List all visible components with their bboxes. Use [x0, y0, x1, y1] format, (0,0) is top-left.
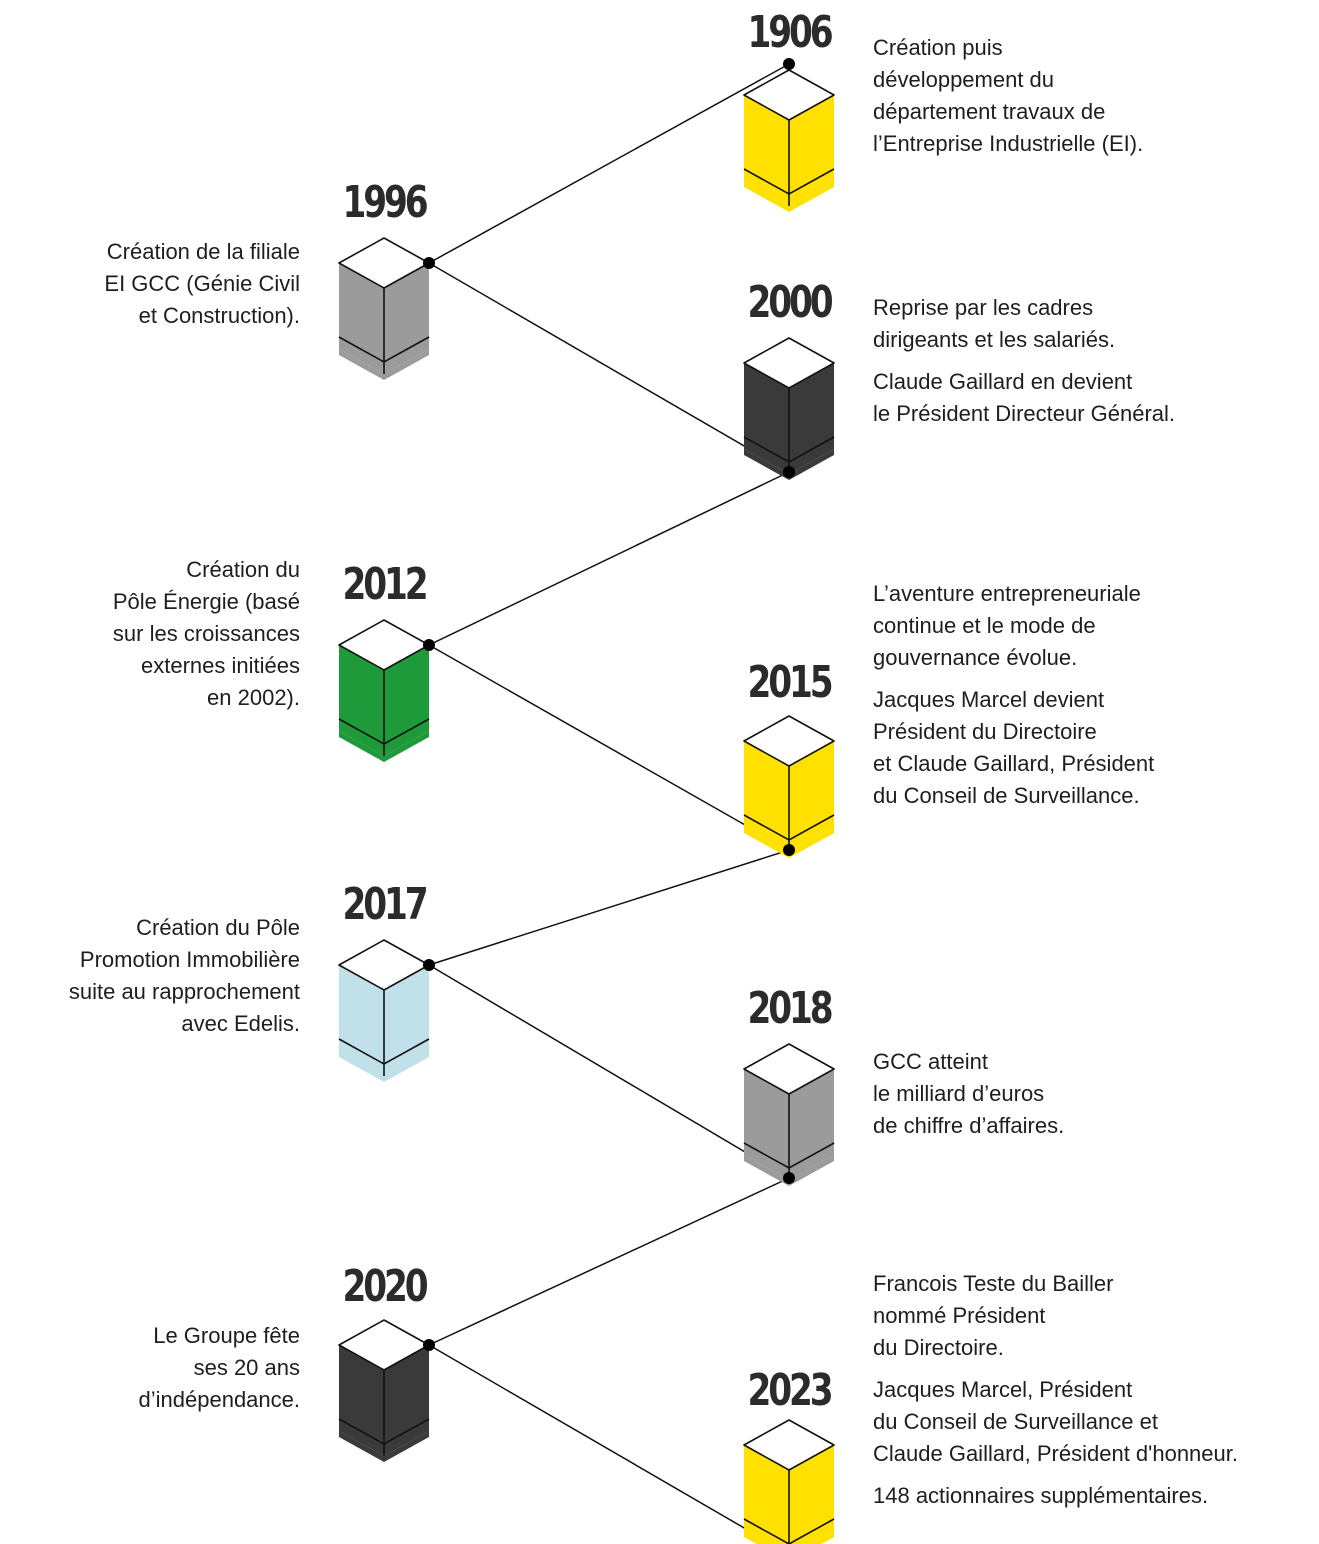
cube-bottom-edge	[743, 1142, 835, 1169]
cube-bottom-edge	[338, 336, 430, 363]
cube-1906	[743, 69, 835, 212]
cube-2015	[743, 715, 835, 858]
timeline-dot-1996	[423, 257, 435, 269]
cube-top	[743, 69, 835, 121]
cube-bottom-edge	[743, 814, 835, 841]
description-paragraph: Francois Teste du Bailler nommé Présiden…	[873, 1271, 1114, 1360]
cube-bottom-edge	[338, 1038, 430, 1065]
cube-2020	[338, 1319, 430, 1462]
event-description-1996: Création de la filiale EI GCC (Génie Civ…	[0, 236, 300, 342]
description-paragraph: Création de la filiale EI GCC (Génie Civ…	[104, 239, 300, 328]
cube-bottom-edge	[338, 1418, 430, 1445]
event-description-2017: Création du Pôle Promotion Immobilière s…	[0, 912, 300, 1050]
timeline-dot-1906	[783, 58, 795, 70]
cube-shadow	[744, 181, 834, 212]
cube-shadow	[339, 349, 429, 380]
event-description-2023: Francois Teste du Bailler nommé Présiden…	[873, 1268, 1319, 1522]
year-label-2015: 2015	[747, 657, 833, 708]
description-paragraph: Création du Pôle Énergie (basé sur les c…	[112, 557, 300, 710]
cube-bottom-edge	[338, 718, 430, 745]
cube-top	[743, 715, 835, 767]
event-description-2018: GCC atteint le milliard d’euros de chiff…	[873, 1046, 1319, 1152]
connector-line	[428, 964, 790, 1179]
connector-line	[428, 262, 790, 473]
description-paragraph: 148 actionnaires supplémentaires.	[873, 1483, 1209, 1508]
year-label-2023: 2023	[747, 1365, 833, 1416]
description-paragraph: Jacques Marcel devient Président du Dire…	[873, 687, 1155, 808]
connector-lines	[428, 63, 790, 1544]
connector-line	[428, 644, 790, 851]
description-paragraph: Claude Gaillard en devient le Président …	[873, 369, 1176, 426]
cube-shadow	[744, 449, 834, 480]
cube-shadow	[339, 1431, 429, 1462]
cube-shadow	[744, 1155, 834, 1186]
timeline-dot-2017	[423, 959, 435, 971]
event-description-1906: Création puis développement du départeme…	[873, 32, 1319, 170]
year-label-2018: 2018	[747, 983, 833, 1034]
cube-shadow	[339, 1051, 429, 1082]
cube-2017	[338, 939, 430, 1082]
cube-shadow	[744, 827, 834, 858]
year-label-1906: 1906	[747, 7, 833, 58]
description-paragraph: Création du Pôle Promotion Immobilière s…	[68, 915, 300, 1036]
cube-bottom-edge	[743, 168, 835, 195]
connector-line	[428, 63, 790, 264]
cube-top	[338, 1319, 430, 1371]
description-paragraph: Le Groupe fête ses 20 ans d’indépendance…	[138, 1323, 300, 1412]
description-paragraph: GCC atteint le milliard d’euros de chiff…	[873, 1049, 1065, 1138]
cube-bottom-edge	[743, 1518, 835, 1544]
timeline-dot-2018	[783, 1172, 795, 1184]
connector-line	[428, 1177, 790, 1346]
cube-top	[338, 619, 430, 671]
cube-top	[338, 237, 430, 289]
cube-1996	[338, 237, 430, 380]
connector-line	[428, 1344, 774, 1544]
year-label-2012: 2012	[342, 559, 428, 610]
year-label-2000: 2000	[747, 277, 833, 328]
cube-top	[743, 1043, 835, 1095]
cube-2000	[743, 337, 835, 480]
connector-line	[428, 849, 790, 966]
cube-top	[743, 337, 835, 389]
event-description-2015: L’aventure entrepreneuriale continue et …	[873, 578, 1319, 822]
timeline-dot-2020	[423, 1339, 435, 1351]
timeline-dot-2012	[423, 639, 435, 651]
timeline-dots	[423, 58, 795, 1351]
cube-2018	[743, 1043, 835, 1186]
cubes	[338, 69, 835, 1544]
event-description-2012: Création du Pôle Énergie (basé sur les c…	[0, 554, 300, 724]
year-label-1996: 1996	[342, 177, 428, 228]
event-description-2020: Le Groupe fête ses 20 ans d’indépendance…	[0, 1320, 300, 1426]
timeline-dot-2000	[783, 466, 795, 478]
cube-shadow	[339, 731, 429, 762]
timeline-dot-2015	[783, 844, 795, 856]
cube-top	[338, 939, 430, 991]
event-description-2000: Reprise par les cadres dirigeants et les…	[873, 292, 1319, 440]
cube-bottom-edge	[743, 436, 835, 463]
cube-top	[743, 1419, 835, 1471]
year-label-2017: 2017	[342, 879, 428, 930]
cube-2012	[338, 619, 430, 762]
description-paragraph: Jacques Marcel, Président du Conseil de …	[873, 1377, 1238, 1466]
cube-2023	[743, 1419, 835, 1544]
description-paragraph: Création puis développement du départeme…	[873, 35, 1144, 156]
description-paragraph: L’aventure entrepreneuriale continue et …	[873, 581, 1141, 670]
connector-line	[428, 471, 790, 646]
description-paragraph: Reprise par les cadres dirigeants et les…	[873, 295, 1116, 352]
year-label-2020: 2020	[342, 1261, 428, 1312]
